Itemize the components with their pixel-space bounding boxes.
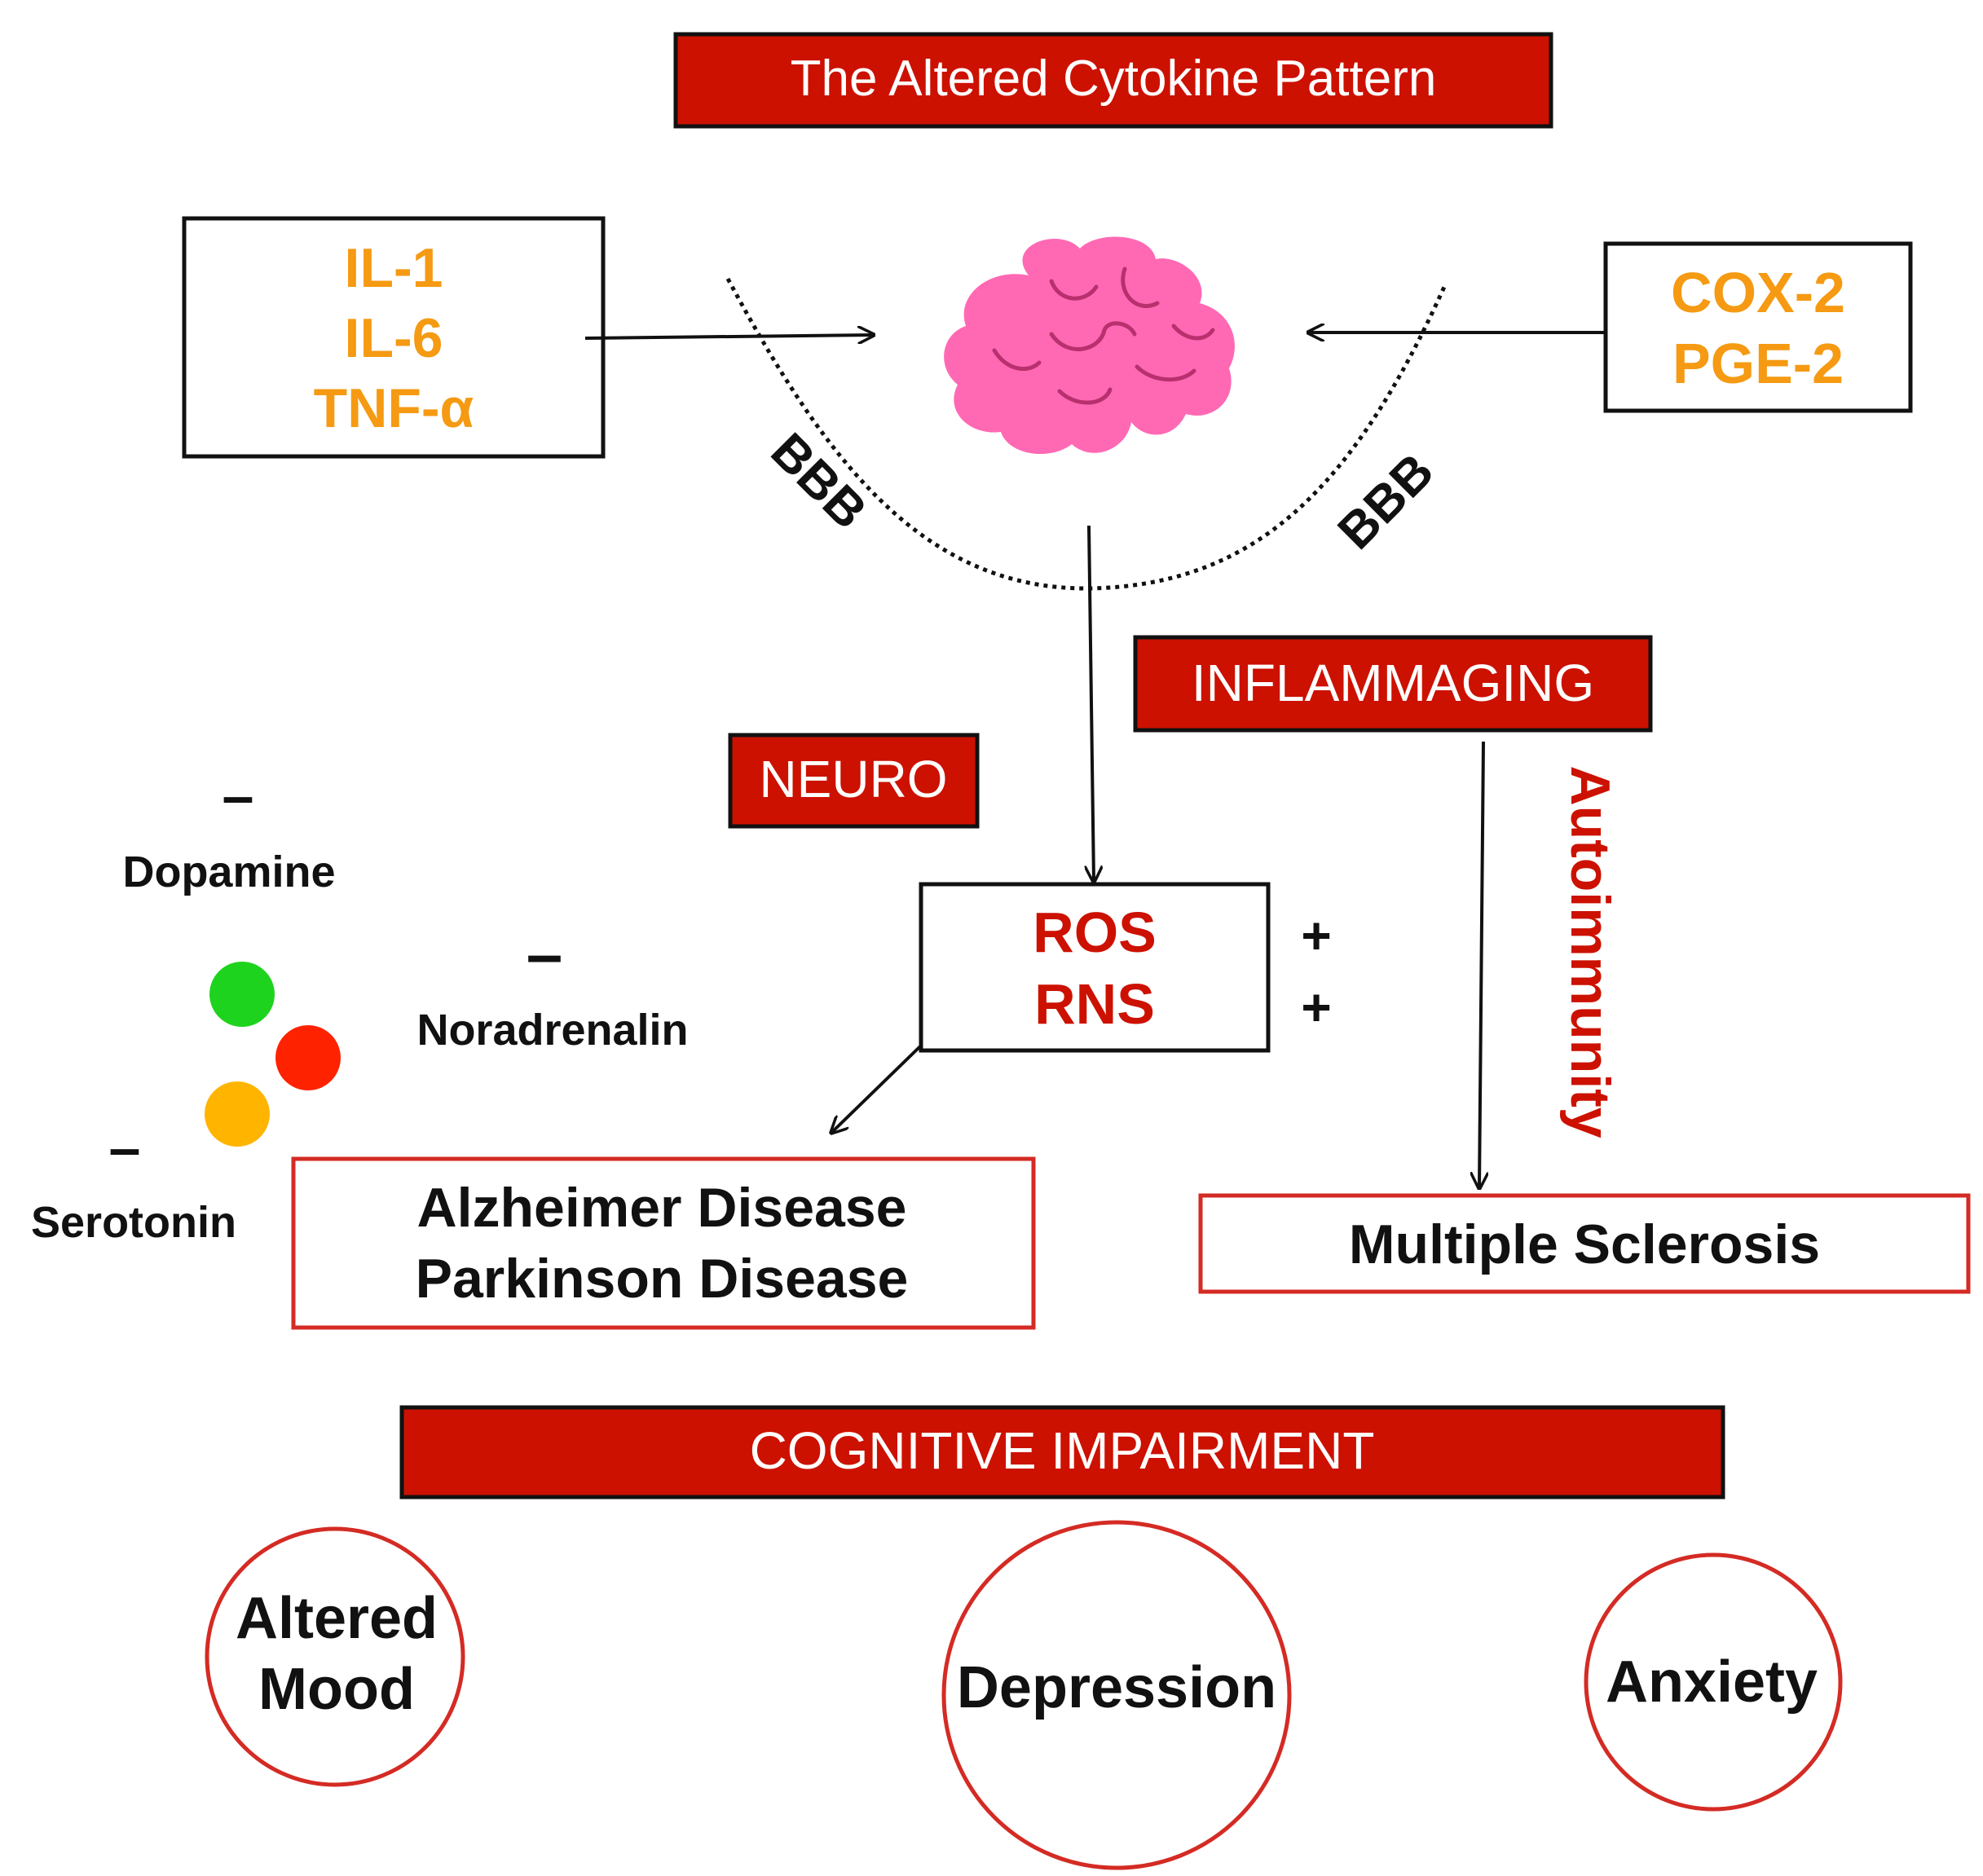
serotonin-sign: – bbox=[109, 1116, 141, 1179]
arrow-cytokines-to-brain bbox=[584, 335, 874, 338]
multiple-sclerosis-box: Multiple Sclerosis bbox=[1198, 1193, 1971, 1294]
plus-sign-ros: + bbox=[1301, 906, 1331, 965]
neuro-banner: NEURO bbox=[728, 733, 980, 829]
title-banner: The Altered Cytokine Pattern bbox=[673, 32, 1553, 129]
inflammaging-text: INFLAMMAGING bbox=[1192, 654, 1594, 712]
serotonin-dot bbox=[205, 1081, 270, 1147]
title-text: The Altered Cytokine Pattern bbox=[791, 51, 1437, 107]
plus-sign-rns: + bbox=[1301, 978, 1331, 1037]
neuro-diseases-box: Alzheimer Disease Parkinson Disease bbox=[291, 1156, 1036, 1330]
neuro-text: NEURO bbox=[759, 750, 947, 808]
rns-text: RNS bbox=[1034, 972, 1155, 1036]
neurotransmitters: – Dopamine – Noradrenalin – Serotonin bbox=[31, 764, 689, 1247]
parkinson-disease: Parkinson Disease bbox=[416, 1248, 909, 1310]
noradrenalin-label: Noradrenalin bbox=[416, 1006, 688, 1055]
dopamine-label: Dopamine bbox=[122, 848, 335, 896]
cytokines-left-box: IL-1 IL-6 TNF-α bbox=[182, 216, 606, 459]
cytokine-tnf-alpha: TNF-α bbox=[314, 377, 474, 439]
cytokine-pge2: PGE-2 bbox=[1672, 332, 1844, 395]
inflammaging-banner: INFLAMMAGING bbox=[1133, 635, 1653, 733]
cognitive-impairment-banner: COGNITIVE IMPAIRMENT bbox=[399, 1405, 1725, 1499]
ros-text: ROS bbox=[1033, 901, 1157, 964]
cytokine-cox2: COX-2 bbox=[1671, 261, 1845, 324]
anxiety-text: Anxiety bbox=[1606, 1649, 1818, 1715]
multiple-sclerosis: Multiple Sclerosis bbox=[1349, 1213, 1820, 1275]
alzheimer-disease: Alzheimer Disease bbox=[417, 1177, 907, 1239]
arrow-brain-to-ros bbox=[1089, 525, 1094, 882]
brain-icon bbox=[944, 236, 1235, 454]
noradrenalin-dot bbox=[275, 1025, 341, 1090]
arrow-ros-to-diseases bbox=[831, 1044, 923, 1133]
outcome-altered-mood: Altered Mood bbox=[205, 1526, 465, 1787]
cytokine-il6: IL-6 bbox=[345, 307, 443, 369]
autoimmunity-label: Autoimmunity bbox=[1559, 765, 1621, 1138]
dopamine-dot bbox=[209, 962, 275, 1027]
arrow-inflammaging-to-ms bbox=[1479, 741, 1483, 1188]
outcome-anxiety: Anxiety bbox=[1584, 1552, 1843, 1812]
depression-text: Depression bbox=[957, 1655, 1276, 1720]
serotonin-label: Serotonin bbox=[31, 1198, 236, 1247]
dopamine-sign: – bbox=[223, 764, 254, 827]
cytokine-il1: IL-1 bbox=[345, 237, 443, 299]
altered-mood-line1: Altered bbox=[236, 1586, 438, 1651]
bbb-label-left: BBB bbox=[760, 423, 878, 540]
noradrenalin-sign: – bbox=[527, 918, 563, 990]
cognitive-impairment-text: COGNITIVE IMPAIRMENT bbox=[750, 1421, 1375, 1480]
altered-mood-line2: Mood bbox=[258, 1657, 415, 1722]
cytokines-right-box: COX-2 PGE-2 bbox=[1603, 241, 1913, 413]
outcome-depression: Depression bbox=[941, 1520, 1292, 1870]
ros-rns-box: ROS RNS bbox=[919, 882, 1271, 1053]
